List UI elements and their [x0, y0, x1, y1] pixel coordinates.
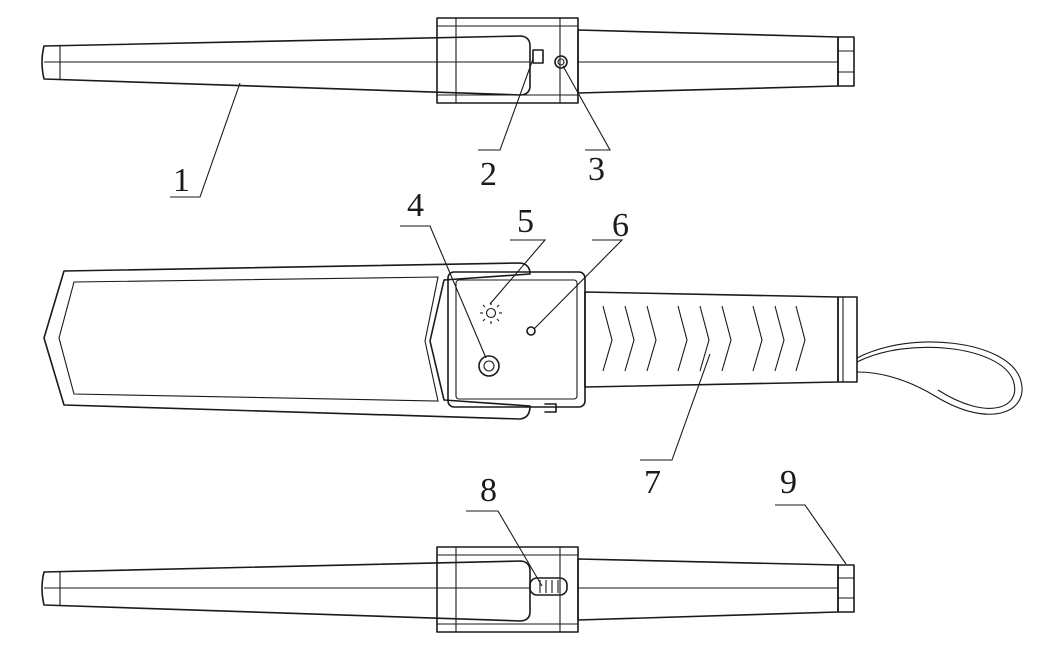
front-end-cap	[837, 296, 858, 383]
callout-5: 5	[517, 203, 534, 240]
indicator-light-icon	[480, 302, 502, 324]
grip-ridges	[602, 305, 806, 372]
front-grip	[584, 291, 839, 388]
callout-6: 6	[612, 207, 629, 244]
bottom-end-cap	[837, 564, 855, 613]
callout-4: 4	[407, 187, 424, 224]
wrist-strap	[856, 341, 1023, 415]
top-handle-housing	[436, 17, 579, 104]
top-end-cap	[837, 36, 855, 87]
bottom-handle-housing	[436, 546, 579, 633]
power-button	[478, 355, 500, 377]
callout-7: 7	[644, 464, 661, 501]
callout-9: 9	[780, 464, 797, 501]
callout-8: 8	[480, 472, 497, 509]
callout-3: 3	[588, 151, 605, 188]
top-side-view	[41, 17, 855, 104]
leader-lines	[170, 58, 847, 587]
callout-2: 2	[480, 156, 497, 193]
callout-1: 1	[173, 162, 190, 199]
bottom-probe-paddle	[41, 560, 531, 622]
control-panel	[447, 271, 586, 408]
top-probe-paddle	[41, 35, 531, 96]
sensitivity-switch	[529, 577, 568, 596]
front-view	[43, 262, 1023, 420]
front-probe-paddle	[43, 262, 531, 420]
sensing-window	[58, 276, 439, 402]
buzzer-hole	[526, 326, 536, 336]
bottom-side-view	[41, 546, 855, 633]
bottom-grip	[577, 558, 839, 621]
earphone-port	[532, 49, 544, 64]
charging-jack	[554, 55, 568, 69]
